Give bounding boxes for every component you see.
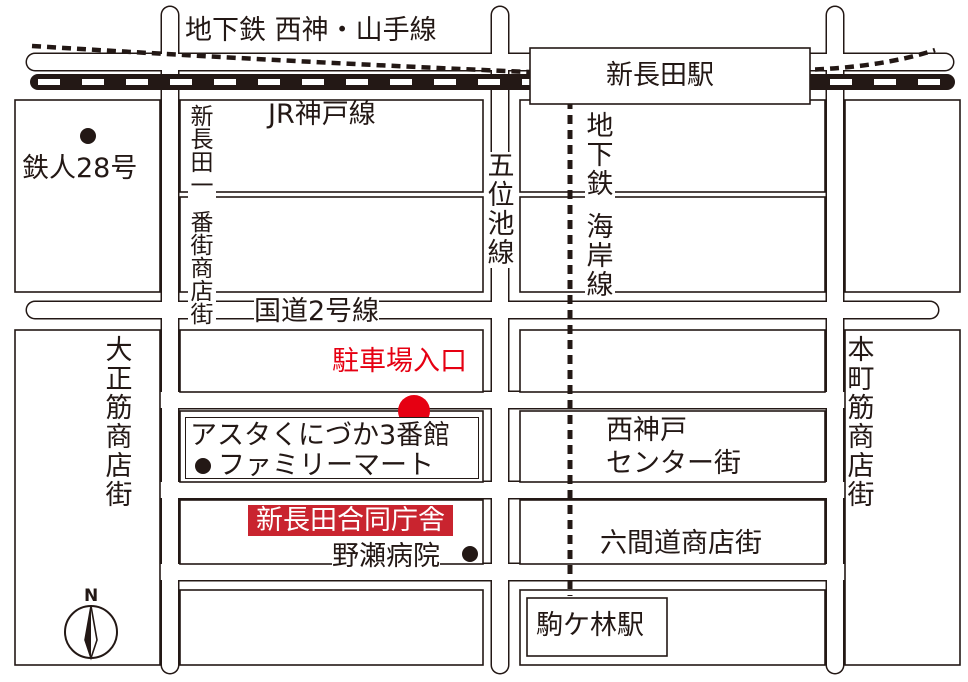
noze-hospital-marker bbox=[462, 546, 478, 562]
taisho-suji-char: 店 bbox=[105, 451, 133, 482]
subway-kaigan-char bbox=[585, 199, 615, 213]
shin-nagata-ichibangai-char: 街 bbox=[190, 302, 214, 328]
komagabayashi-station-box bbox=[526, 597, 668, 657]
honmachi-suji-char: 町 bbox=[847, 364, 875, 395]
jr-kobe-line-label: JR神戸線 bbox=[268, 99, 376, 130]
family-mart-label: ファミリーマート bbox=[218, 450, 434, 481]
government-office-label: 新長田合同庁舎 bbox=[248, 505, 453, 536]
shin-nagata-ichibangai-char: 新 bbox=[190, 104, 214, 130]
asta-building-box: アスタくにづか3番館 ファミリーマート bbox=[185, 417, 479, 479]
nishi-kobe-center-label-line2: センター街 bbox=[606, 448, 741, 479]
jr-kobe-line-track bbox=[30, 74, 955, 90]
nishi-kobe-center-label-line1: 西神戸 bbox=[606, 415, 687, 446]
shin-nagata-station-label: 新長田駅 bbox=[606, 60, 714, 91]
subway-seishin-yamate-label: 地下鉄 西神・山手線 bbox=[185, 15, 437, 46]
taisho-suji-char: 筋 bbox=[105, 393, 133, 424]
compass-rose bbox=[64, 605, 118, 661]
subway-kaigan-char: 海 bbox=[586, 212, 614, 243]
shin-nagata-ichibangai-char: 店 bbox=[190, 279, 214, 305]
shin-nagata-ichibangai-label: 新長田一番街商店街 bbox=[188, 106, 216, 327]
goichi-line-char: 位 bbox=[487, 180, 515, 211]
shin-nagata-ichibangai-char: 番 bbox=[190, 210, 214, 236]
honmachi-suji-char: 本 bbox=[847, 335, 875, 366]
subway-kaigan-char: 鉄 bbox=[586, 169, 614, 200]
subway-kaigan-char: 地 bbox=[586, 111, 614, 142]
goichi-line-char: 池 bbox=[487, 209, 515, 240]
noze-hospital-label: 野瀬病院 bbox=[332, 541, 440, 572]
taisho-suji-char: 大 bbox=[105, 335, 133, 366]
subway-kaigan-char: 線 bbox=[586, 270, 614, 301]
shin-nagata-ichibangai-char: 田 bbox=[190, 150, 214, 176]
honmachi-suji-char: 店 bbox=[847, 451, 875, 482]
family-mart-marker bbox=[195, 458, 211, 474]
shin-nagata-station-box bbox=[529, 47, 811, 105]
honmachi-suji-char: 筋 bbox=[847, 393, 875, 424]
komagabayashi-station-label: 駒ケ林駅 bbox=[536, 610, 644, 641]
compass-north-label: N bbox=[84, 586, 99, 606]
shin-nagata-ichibangai-char: 街 bbox=[190, 233, 214, 259]
parking-entrance-label: 駐車場入口 bbox=[332, 346, 467, 377]
tetsujin-marker bbox=[80, 128, 96, 144]
honmachi-suji-shotengai-label: 本町筋商店街 bbox=[846, 336, 876, 510]
shin-nagata-ichibangai-char: 商 bbox=[190, 256, 214, 282]
shin-nagata-ichibangai-char: 長 bbox=[190, 127, 214, 153]
tetsujin-label: 鉄人28号 bbox=[22, 153, 138, 184]
shin-nagata-ichibangai-char: 一 bbox=[190, 173, 214, 199]
honmachi-suji-char: 商 bbox=[847, 422, 875, 453]
subway-seishin-yamate-line bbox=[31, 43, 936, 75]
taisho-suji-char: 正 bbox=[105, 364, 133, 395]
subway-kaigan-char: 下 bbox=[586, 140, 614, 171]
taisho-suji-shotengai-label: 大正筋商店街 bbox=[104, 336, 134, 510]
asta-building-label: アスタくにづか3番館 bbox=[190, 420, 451, 451]
subway-kaigan-char: 岸 bbox=[586, 241, 614, 272]
rokkenmichi-shotengai-label: 六間道商店街 bbox=[600, 528, 762, 559]
subway-kaigan-line-label: 地下鉄海岸線 bbox=[585, 112, 615, 300]
honmachi-suji-char: 街 bbox=[847, 480, 875, 511]
taisho-suji-char: 街 bbox=[105, 480, 133, 511]
taisho-suji-char: 商 bbox=[105, 422, 133, 453]
goichi-line-label: 五位池線 bbox=[486, 152, 516, 268]
goichi-line-char: 線 bbox=[487, 238, 515, 269]
kokudo2-label: 国道2号線 bbox=[254, 296, 380, 327]
goichi-line-char: 五 bbox=[487, 151, 515, 182]
